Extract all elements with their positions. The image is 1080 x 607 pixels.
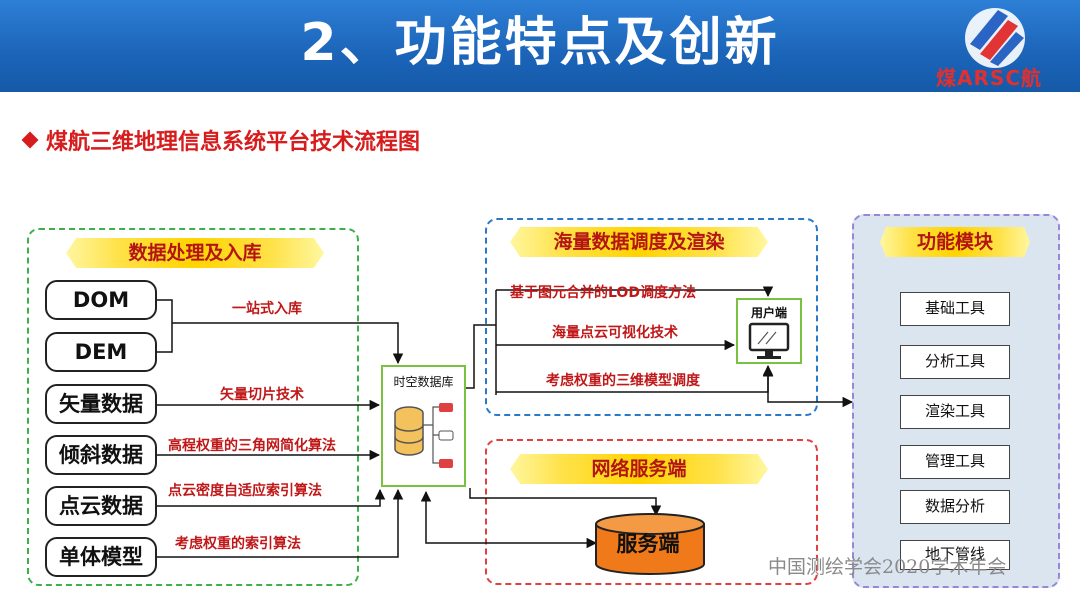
- source-oblique-data: 倾斜数据: [45, 435, 157, 475]
- ingest-label-pointcloud-index: 点云密度自适应索引算法: [168, 483, 322, 499]
- server-cylinder-icon: [595, 513, 705, 575]
- ingest-label-weighted-index: 考虑权重的索引算法: [175, 536, 301, 552]
- module-analysis-tools: 分析工具: [900, 345, 1010, 379]
- source-point-cloud: 点云数据: [45, 486, 157, 526]
- diagram-title-text: 煤航三维地理信息系统平台技术流程图: [46, 130, 421, 155]
- arsc-logo: [965, 8, 1025, 68]
- user-client: 用户端: [736, 298, 802, 364]
- module-management-tools: 管理工具: [900, 445, 1010, 479]
- section-title-data-processing: 数据处理及入库: [66, 238, 324, 268]
- server-label: 服务端: [616, 532, 680, 556]
- slide-title: 2、功能特点及创新: [300, 13, 780, 73]
- region-modules: [852, 214, 1060, 588]
- section-title-modules: 功能模块: [880, 227, 1030, 257]
- region-scheduling: [485, 218, 818, 416]
- header-bar: [0, 0, 1080, 92]
- database-label: 时空数据库: [393, 375, 454, 389]
- conference-watermark: 中国测绘学会2020学术年会: [768, 556, 1007, 578]
- source-dem: DEM: [45, 332, 157, 372]
- module-render-tools: 渲染工具: [900, 395, 1010, 429]
- diagram-title: 煤航三维地理信息系统平台技术流程图: [21, 124, 421, 156]
- logo-text: 煤ARSC航: [936, 66, 1042, 90]
- sched-label-pointcloud-vis: 海量点云可视化技术: [552, 325, 678, 341]
- sched-label-model-scheduling: 考虑权重的三维模型调度: [546, 373, 700, 389]
- module-underground-pipes: 地下管线: [900, 540, 1010, 570]
- ingest-label-vector-tiling: 矢量切片技术: [220, 387, 304, 403]
- spatiotemporal-database: 时空数据库: [381, 365, 466, 487]
- module-data-analysis: 数据分析: [900, 490, 1010, 524]
- monitor-icon: [748, 322, 790, 359]
- database-icon: [394, 403, 454, 468]
- module-basic-tools: 基础工具: [900, 292, 1010, 326]
- section-title-network: 网络服务端: [510, 454, 768, 484]
- ingest-label-tin-simplify: 高程权重的三角网简化算法: [168, 438, 336, 454]
- region-data-processing: [27, 228, 359, 586]
- section-title-scheduling: 海量数据调度及渲染: [510, 227, 768, 257]
- ingest-label-one-stop: 一站式入库: [232, 301, 302, 317]
- source-dom: DOM: [45, 280, 157, 320]
- source-single-model: 单体模型: [45, 537, 157, 577]
- source-vector-data: 矢量数据: [45, 384, 157, 424]
- client-label: 用户端: [750, 306, 787, 320]
- sched-label-lod: 基于图元合并的LOD调度方法: [510, 285, 696, 301]
